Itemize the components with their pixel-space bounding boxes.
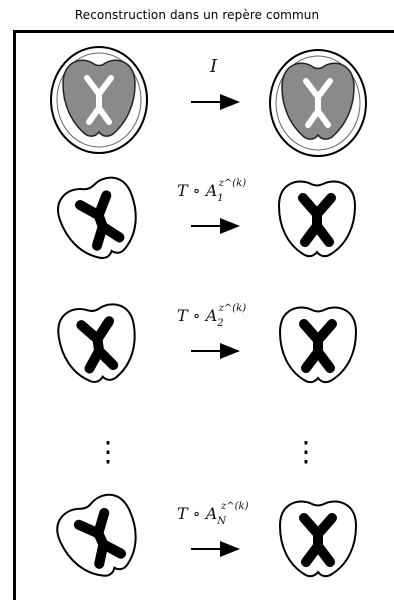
- ellipsis-right: ⋮: [292, 435, 320, 468]
- segmented-slice-target-4: [280, 502, 356, 577]
- transform-label-1: I: [209, 56, 218, 77]
- segmented-slice-target-3: [280, 308, 356, 383]
- segmented-slice-target-2: [279, 182, 355, 257]
- transform-label-3: T ∘ A2z^(k): [177, 303, 246, 329]
- segmented-slice-source-2: [52, 172, 149, 268]
- segmented-slice-source-4: [50, 488, 150, 588]
- brain-slice-source-1: [51, 47, 147, 153]
- transform-label-2: T ∘ A1z^(k): [177, 178, 246, 204]
- segmented-slice-source-3: [55, 302, 141, 387]
- page-title: Reconstruction dans un repère commun: [74, 8, 320, 22]
- ellipsis-left: ⋮: [94, 435, 122, 468]
- transform-label-4: T ∘ ANz^(k): [177, 501, 249, 527]
- brain-slice-target-1: [270, 50, 366, 156]
